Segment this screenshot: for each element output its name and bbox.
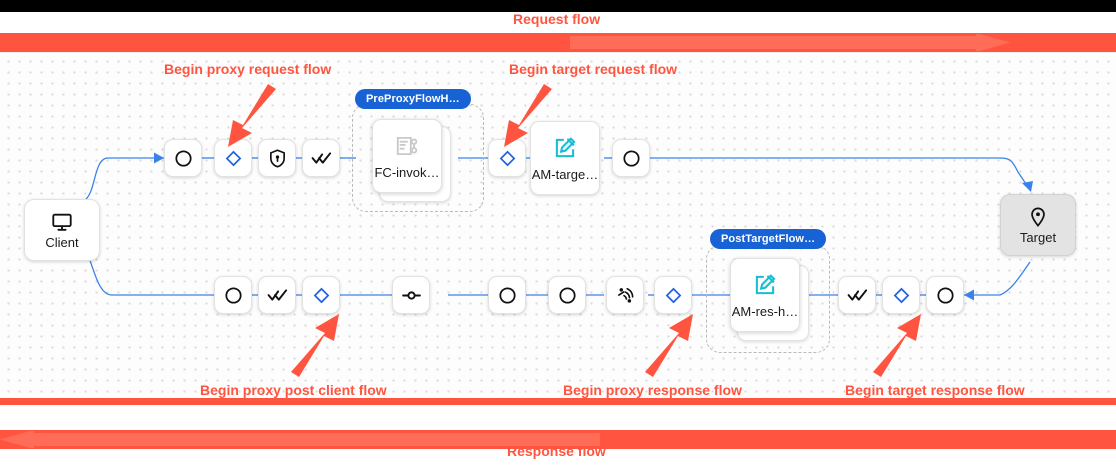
policy-card-fc-invoke[interactable]: FC-invok… <box>372 119 456 207</box>
diamond-icon <box>497 148 518 169</box>
flow-callout-icon <box>394 133 420 159</box>
response-step-diamond-8[interactable] <box>654 276 692 314</box>
circle-outline-icon <box>223 285 244 306</box>
response-step-circle-11[interactable] <box>926 276 964 314</box>
policy-card-front[interactable]: FC-invok… <box>372 119 442 193</box>
annotation-label-proxy-response: Begin proxy response flow <box>563 382 742 398</box>
response-step-circle-1[interactable] <box>214 276 252 314</box>
request-step-circle-6[interactable] <box>612 139 650 177</box>
policy-card-am-target[interactable]: AM-targe… <box>530 121 600 195</box>
diagram-surface <box>0 52 1116 400</box>
annotation-label-target-response: Begin target response flow <box>845 382 1025 398</box>
circle-outline-icon <box>497 285 518 306</box>
double-check-icon <box>847 285 868 306</box>
policy-card-label: AM-res-h… <box>731 304 799 319</box>
request-step-circle-1[interactable] <box>164 139 202 177</box>
response-step-doublecheck-2[interactable] <box>258 276 296 314</box>
shield-lock-icon <box>267 148 288 169</box>
monitor-icon <box>51 211 73 233</box>
request-step-diamond-5[interactable] <box>488 139 526 177</box>
response-step-diamond-10[interactable] <box>882 276 920 314</box>
location-pin-icon <box>1027 206 1049 228</box>
diamond-icon <box>223 148 244 169</box>
request-flow-bar <box>0 33 1116 52</box>
request-step-doublecheck-4[interactable] <box>302 139 340 177</box>
endpoint-client[interactable]: Client <box>24 199 100 261</box>
response-step-nodelink-4[interactable] <box>392 276 430 314</box>
policy-card-am-res-h[interactable]: AM-res-h… <box>730 258 814 346</box>
response-step-circle-5[interactable] <box>488 276 526 314</box>
circle-outline-icon <box>621 148 642 169</box>
circle-outline-icon <box>173 148 194 169</box>
broadcast-icon <box>615 285 636 306</box>
assign-message-icon <box>552 135 578 161</box>
diamond-icon <box>311 285 332 306</box>
request-step-diamond-2[interactable] <box>214 139 252 177</box>
top-black-strip <box>0 0 1116 12</box>
group-badge-posttargetflowhook[interactable]: PostTargetFlow… <box>710 229 827 250</box>
request-flow-label: Request flow <box>513 11 601 27</box>
endpoint-client-label: Client <box>45 235 79 250</box>
response-flow-label: Response flow <box>507 443 606 459</box>
group-badge-preproxyflowhook[interactable]: PreProxyFlowH… <box>355 89 471 110</box>
request-step-shield-3[interactable] <box>258 139 296 177</box>
response-step-doublecheck-9[interactable] <box>838 276 876 314</box>
response-step-circle-6[interactable] <box>548 276 586 314</box>
response-step-broadcast-7[interactable] <box>606 276 644 314</box>
endpoint-target-label: Target <box>1019 230 1057 245</box>
double-check-icon <box>311 148 332 169</box>
annotation-label-target-request: Begin target request flow <box>509 61 678 77</box>
policy-card-label: FC-invok… <box>374 165 440 180</box>
circle-outline-icon <box>935 285 956 306</box>
canvas-bottom-red-rule <box>0 398 1116 405</box>
double-check-icon <box>267 285 288 306</box>
annotation-label-proxy-request: Begin proxy request flow <box>164 61 332 77</box>
annotation-label-proxy-post-client: Begin proxy post client flow <box>200 382 387 398</box>
policy-card-front[interactable]: AM-res-h… <box>730 258 800 332</box>
response-step-diamond-3[interactable] <box>302 276 340 314</box>
circle-outline-icon <box>557 285 578 306</box>
policy-card-label: AM-targe… <box>531 167 599 182</box>
diamond-icon <box>891 285 912 306</box>
endpoint-target[interactable]: Target <box>1000 194 1076 256</box>
node-link-icon <box>401 285 422 306</box>
diamond-icon <box>663 285 684 306</box>
assign-message-icon <box>752 272 778 298</box>
